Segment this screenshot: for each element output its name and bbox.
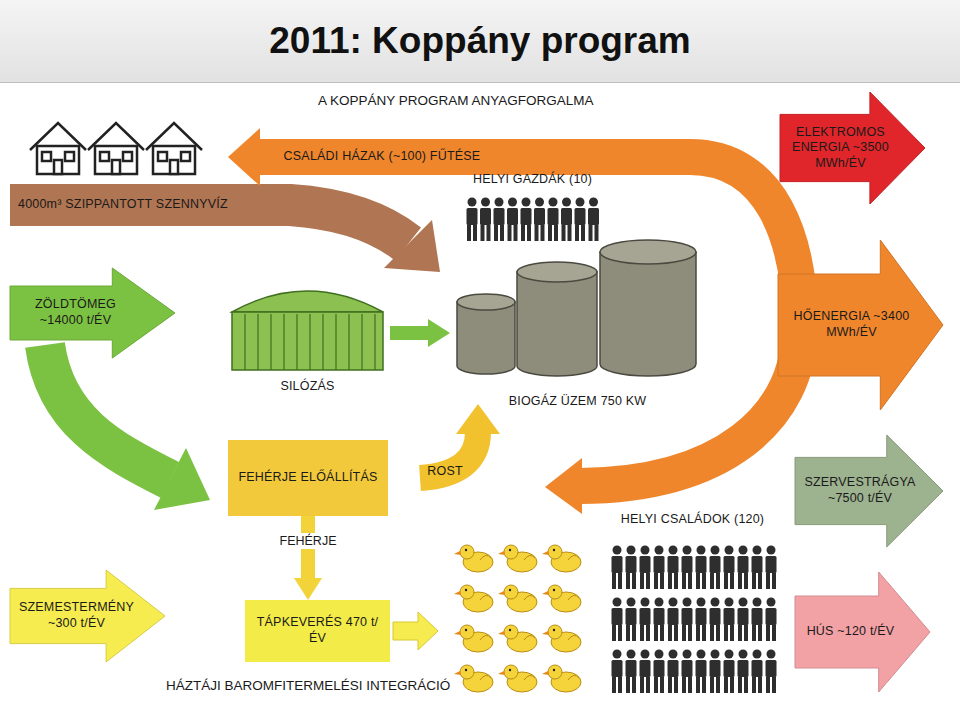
process-box: FEHÉRJE ELŐÁLLÍTÁS <box>228 440 388 516</box>
green-band <box>45 345 170 480</box>
heat-head-bottom <box>545 458 582 514</box>
drawing-label: BIOGÁZ ÜZEM 750 KW <box>450 238 705 410</box>
node-text: HÚS ~120 t/ÉV <box>807 624 895 640</box>
node-text: SZERVESTRÁGYA ~7500 t/ÉV <box>799 475 921 506</box>
houses <box>30 123 202 174</box>
node-text: ZÖLDTÖMEG ~14000 t/ÉV <box>16 297 135 328</box>
flow-arrow: SZEMESTERMÉNY ~300 t/ÉV <box>10 570 165 662</box>
node-text: BIOGÁZ ÜZEM 750 KW <box>509 394 647 410</box>
node-text: SILÓZÁS <box>280 379 334 395</box>
drawing-label: SILÓZÁS <box>225 280 390 395</box>
connector-label: FEHÉRJE <box>276 533 341 549</box>
flow-arrow: ZÖLDTÖMEG ~14000 t/ÉV <box>10 268 175 358</box>
drawing-label: 4000m³ SZIPPANTOTT SZENNYVÍZ <box>12 194 257 216</box>
chickens <box>454 545 581 692</box>
flow-arrow: SZERVESTRÁGYA ~7500 t/ÉV <box>795 435 943 547</box>
flow-arrow: HŐENERGIA ~3400 MWh/ÉV <box>778 240 943 410</box>
drawing-label: HELYI CSALÁDOK (120) <box>605 512 780 702</box>
diagram-label: A KOPPÁNY PROGRAM ANYAGFORGALMA <box>318 93 594 108</box>
sewage-head <box>384 220 440 272</box>
node-text: CSALÁDI HÁZAK (~100) FŰTÉSE <box>284 149 481 165</box>
diagram-label: HÁZTÁJI BAROMFITERMELÉSI INTEGRÁCIÓ <box>166 678 450 693</box>
node-text: ROST <box>427 464 463 480</box>
process-box: TÁPKEVERÉS 470 t/ÉV <box>245 600 390 662</box>
flow-arrow: HÚS ~120 t/ÉV <box>795 572 930 692</box>
flow-connector <box>390 326 428 340</box>
node-text: FEHÉRJE ELŐÁLLÍTÁS <box>238 470 377 486</box>
slide-title: 2011: Koppány program <box>0 0 960 82</box>
green-head <box>154 448 210 510</box>
drawing-label: ROST <box>424 463 466 481</box>
node-text: HELYI GAZDÁK (10) <box>473 172 592 188</box>
people-icons <box>467 198 777 694</box>
drawing-label: CSALÁDI HÁZAK (~100) FŰTÉSE <box>262 146 502 168</box>
feed-arrow <box>393 612 438 650</box>
heat-head-left <box>228 128 260 186</box>
node-text: TÁPKEVERÉS 470 t/ÉV <box>251 615 384 646</box>
node-text: ELEKTROMOS ENERGIA ~3500 MWh/ÉV <box>786 125 895 172</box>
fibre-head <box>456 404 500 434</box>
node-text: HELYI CSALÁDOK (120) <box>621 512 764 528</box>
biogas-tanks <box>457 240 696 376</box>
silo-drawing <box>232 291 383 370</box>
node-text: SZEMESTERMÉNY ~300 t/ÉV <box>14 600 139 631</box>
drawing-label: HELYI GAZDÁK (10) <box>460 172 605 250</box>
node-text: 4000m³ SZIPPANTOTT SZENNYVÍZ <box>18 197 228 213</box>
node-text: HŐENERGIA ~3400 MWh/ÉV <box>788 309 915 340</box>
flow-arrow: ELEKTROMOS ENERGIA ~3500 MWh/ÉV <box>780 92 925 204</box>
